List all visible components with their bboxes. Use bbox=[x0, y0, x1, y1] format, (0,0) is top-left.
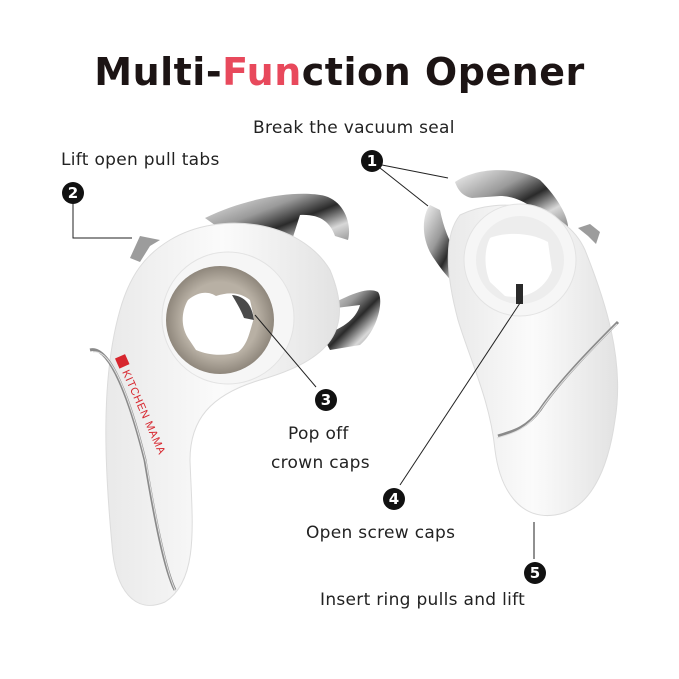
callout-badge-3: 3 bbox=[315, 389, 337, 411]
brand-logo-icon bbox=[114, 354, 130, 369]
feature-label-pull-tabs: Lift open pull tabs bbox=[61, 150, 220, 170]
title-suffix: ction Opener bbox=[301, 50, 585, 94]
callout-badge-2: 2 bbox=[62, 182, 84, 204]
page-title: Multi-Function Opener bbox=[0, 50, 679, 94]
title-prefix: Multi- bbox=[94, 50, 223, 94]
feature-label-ring-pulls: Insert ring pulls and lift bbox=[320, 590, 526, 610]
feature-label-crown-caps-line2: crown caps bbox=[271, 453, 370, 473]
callout-lines bbox=[72, 164, 535, 559]
callout-badge-4: 4 bbox=[383, 488, 405, 510]
callout-badge-5: 5 bbox=[524, 562, 546, 584]
feature-label-vacuum-seal: Break the vacuum seal bbox=[253, 118, 455, 138]
feature-label-crown-caps-line1: Pop off bbox=[288, 424, 349, 444]
right-opener bbox=[423, 170, 620, 517]
left-opener: KITCHEN MAMA bbox=[89, 193, 381, 606]
title-accent: Fun bbox=[222, 50, 302, 94]
feature-label-screw-caps: Open screw caps bbox=[306, 523, 456, 543]
callout-badge-1: 1 bbox=[361, 150, 383, 172]
